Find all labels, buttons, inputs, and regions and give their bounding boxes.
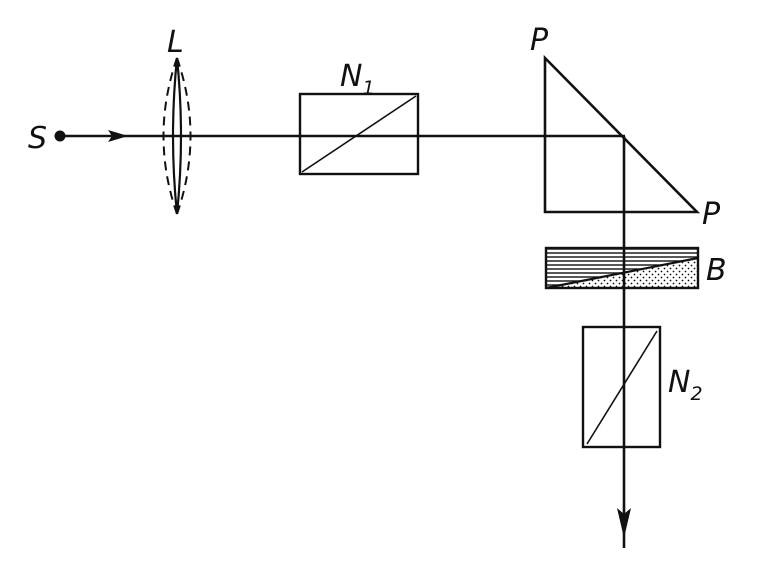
prism-right-label: P [702,197,721,232]
ray-arrow-right [108,130,128,142]
nicol-1-letter: N [340,59,362,94]
lens [162,57,192,215]
reflecting-prism [543,54,701,214]
nicol-prism-1 [298,92,420,176]
nicol-2-subscript: 2 [690,383,702,405]
lens-label: L [167,25,184,60]
source-label: S [28,121,47,156]
nicol-2-label: N2 [668,365,703,405]
nicol-1-label: N1 [340,59,375,99]
plate-label: B [706,253,727,288]
nicol-1-subscript: 1 [362,77,374,99]
ray-arrow-down [617,508,631,538]
prism-top-label: P [530,23,549,58]
compensator-plate [544,246,700,290]
nicol-2-letter: N [668,365,690,400]
nicol-prism-2 [581,325,662,449]
